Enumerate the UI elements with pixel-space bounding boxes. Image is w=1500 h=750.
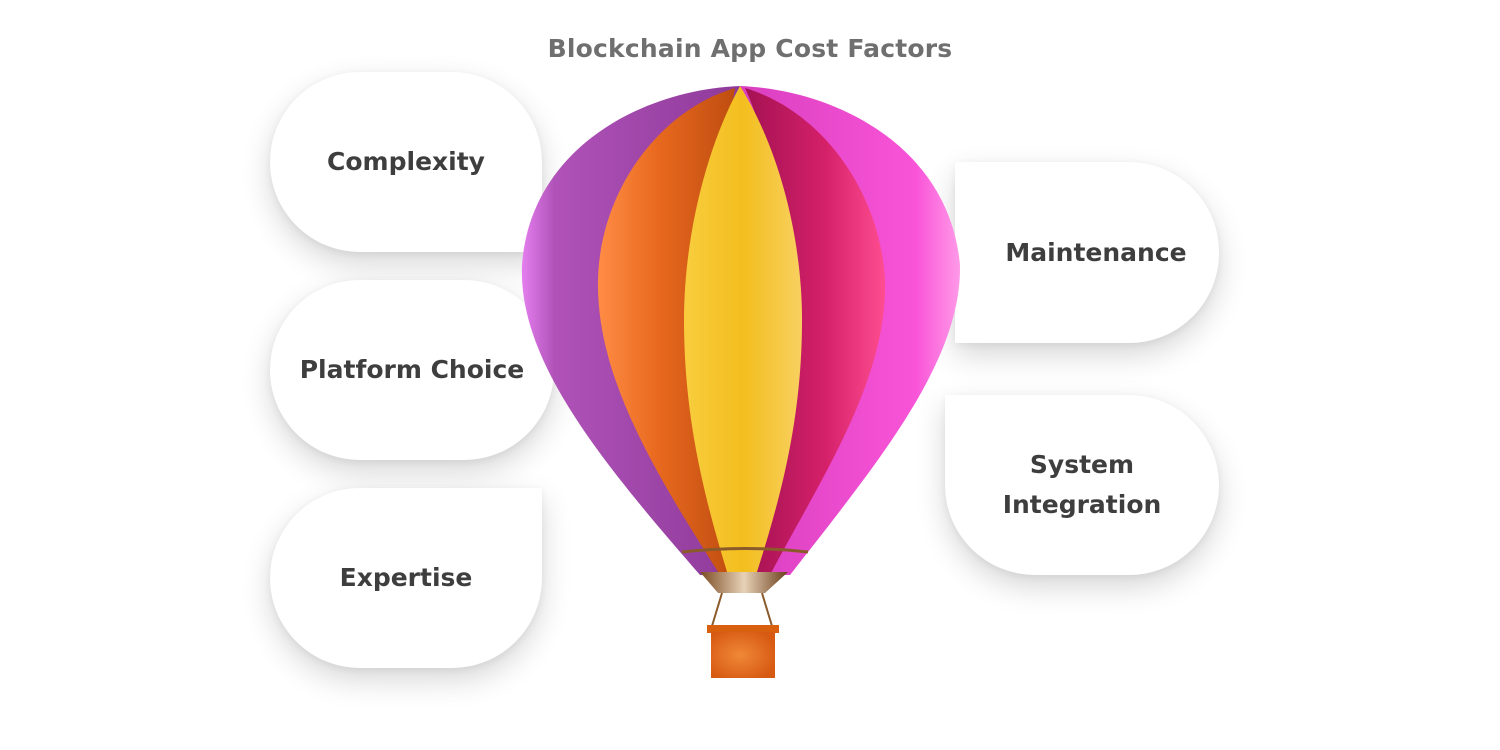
factor-card-expertise: Expertise xyxy=(270,488,542,668)
factor-label: System Integration xyxy=(1002,450,1162,519)
factor-card-platform-choice: Platform Choice xyxy=(270,280,554,460)
factor-card-system-integration: System Integration xyxy=(945,395,1219,575)
factor-card-maintenance: Maintenance xyxy=(955,162,1219,343)
factor-label: Maintenance xyxy=(1005,237,1187,267)
diagram-title: Blockchain App Cost Factors xyxy=(547,34,953,63)
factor-label: Platform Choice xyxy=(299,355,525,384)
factor-card-complexity: Complexity xyxy=(270,72,542,252)
factor-label: Complexity xyxy=(327,147,485,176)
hot-air-balloon-icon xyxy=(521,86,961,678)
factor-label: Expertise xyxy=(339,563,473,592)
